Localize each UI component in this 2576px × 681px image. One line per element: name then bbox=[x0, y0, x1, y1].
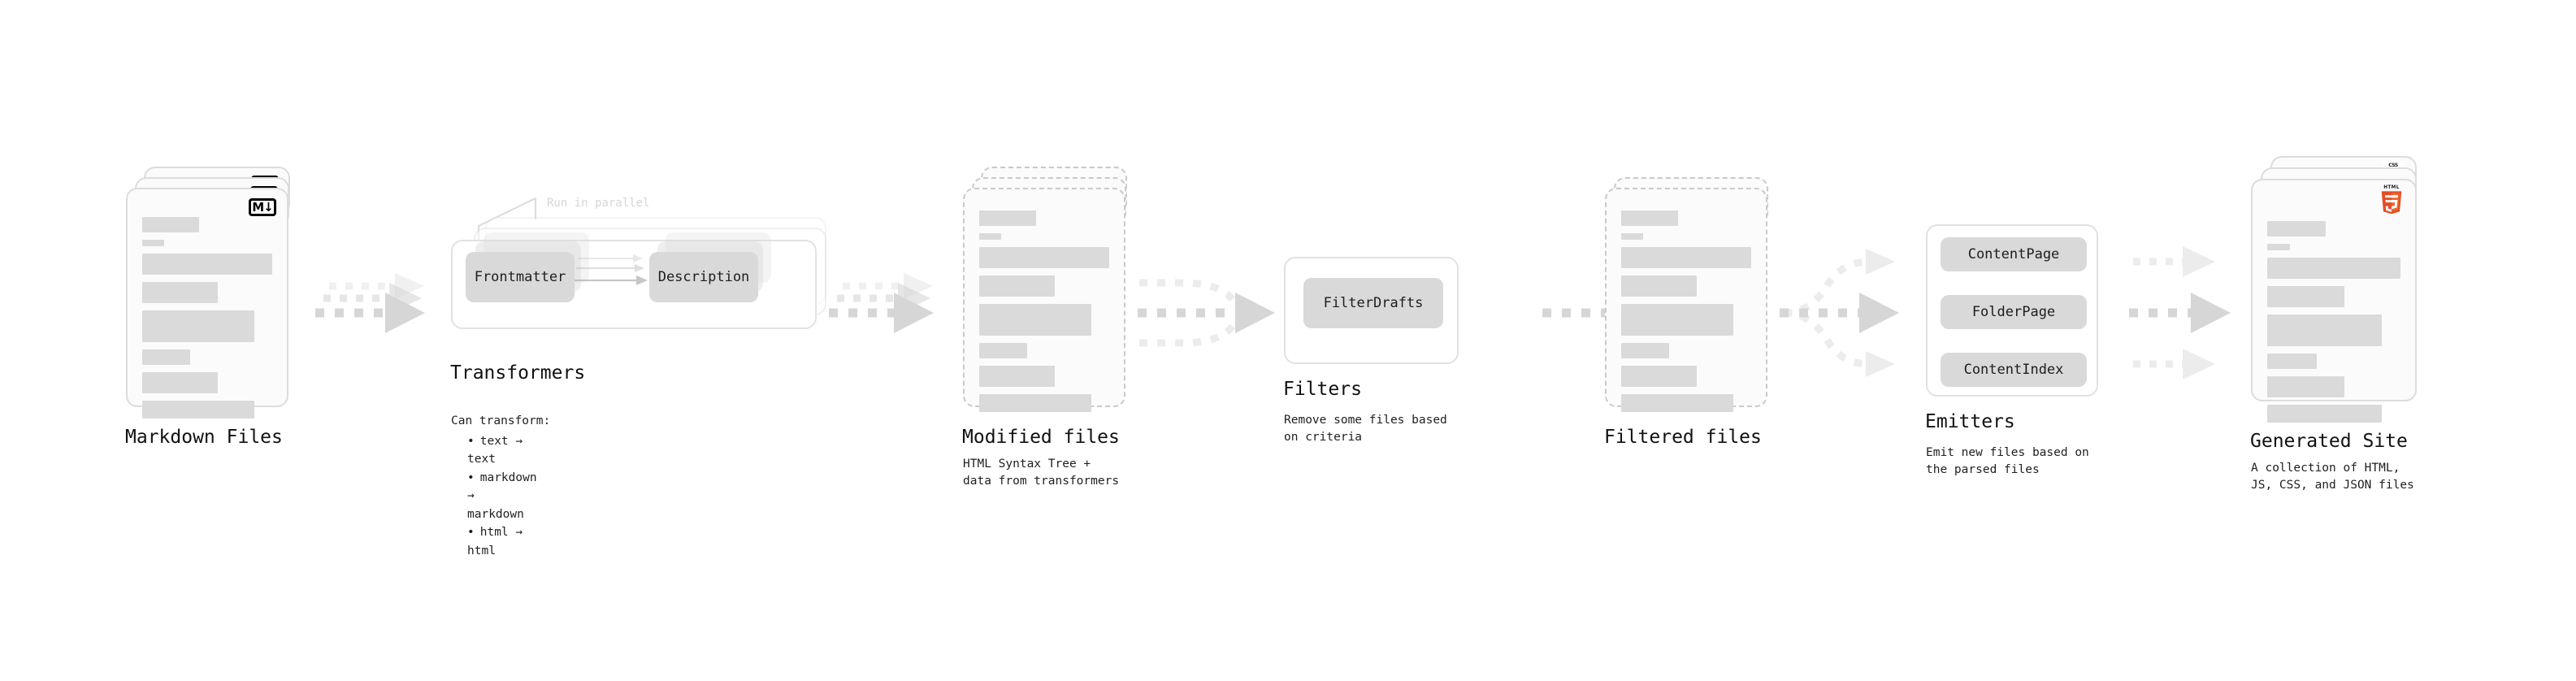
transformers-box: Frontmatter Description bbox=[451, 232, 817, 329]
placeholder-bar bbox=[2267, 221, 2327, 236]
modified-file-stack bbox=[963, 167, 1143, 412]
placeholder-bar bbox=[142, 282, 218, 303]
placeholder-bar bbox=[1621, 366, 1697, 387]
generated-site-title: Generated Site bbox=[2250, 431, 2408, 452]
filters-subtitle: Remove some files based on criteria bbox=[1284, 414, 1447, 445]
markdown-card-front: M↓ bbox=[126, 188, 288, 419]
placeholder-bar bbox=[142, 217, 200, 232]
run-in-parallel-label: Run in parallel bbox=[547, 197, 650, 210]
modified-files-title: Modified files bbox=[962, 427, 1120, 448]
stage-filtered-files: Filtered files bbox=[1604, 167, 1785, 448]
connector-emitters-to-site bbox=[2129, 246, 2231, 380]
modified-files-subtitle: HTML Syntax Tree + data from transformer… bbox=[963, 458, 1120, 488]
modified-card-placeholder-content bbox=[979, 210, 1109, 419]
filtered-card-front bbox=[1605, 188, 1767, 412]
markdown-badge: M↓ bbox=[249, 198, 276, 216]
markdown-card-placeholder-content bbox=[142, 217, 272, 426]
emitter-chip-contentindex[interactable]: ContentIndex bbox=[1941, 353, 2087, 387]
svg-text:HTML: HTML bbox=[2383, 185, 2400, 190]
placeholder-bar bbox=[1621, 233, 1644, 240]
transformer-internal-arrows bbox=[575, 254, 648, 285]
transformers-subtitle: Can transform: bbox=[451, 414, 551, 427]
connector-md-to-transformers bbox=[315, 273, 425, 333]
placeholder-bar bbox=[2267, 376, 2345, 397]
transformers-bullets: text → text markdown → markdown html → h… bbox=[456, 432, 537, 560]
placeholder-bar bbox=[142, 401, 254, 419]
placeholder-bar bbox=[2267, 258, 2400, 279]
placeholder-bar bbox=[1621, 275, 1697, 297]
emitters-title: Emitters bbox=[1925, 411, 2015, 432]
connector-modified-to-filters bbox=[1138, 279, 1275, 347]
placeholder-bar bbox=[979, 366, 1055, 387]
connector-transformers-to-modified bbox=[829, 273, 934, 333]
html5-badge-shield: HTML bbox=[2381, 185, 2402, 215]
transformer-chip-frontmatter[interactable]: Frontmatter bbox=[466, 252, 575, 302]
generated-site-subtitle: A collection of HTML, JS, CSS, and JSON … bbox=[2251, 462, 2414, 492]
emitter-chip-contentpage[interactable]: ContentPage bbox=[1941, 237, 2087, 271]
placeholder-bar bbox=[2267, 405, 2383, 423]
placeholder-bar bbox=[979, 210, 1037, 226]
stage-generated-site: CSS HTML bbox=[2250, 156, 2438, 492]
transformers-bullet-item: text → text bbox=[467, 432, 537, 469]
emitter-chip-folderpage[interactable]: FolderPage bbox=[1941, 295, 2087, 329]
emitters-box: ContentPage FolderPage ContentIndex bbox=[1926, 224, 2098, 397]
css3-badge-label: CSS bbox=[2388, 163, 2398, 168]
filtered-files-title: Filtered files bbox=[1604, 427, 1762, 448]
placeholder-bar bbox=[1621, 394, 1733, 412]
stage-markdown-files: M↓ M↓ M↓ Markdown Files bbox=[125, 167, 306, 448]
stage-modified-files: Modified files HTML Syntax Tree + data f… bbox=[962, 167, 1143, 488]
transformers-bullet-list: text → text markdown → markdown html → h… bbox=[456, 432, 537, 560]
placeholder-bar bbox=[979, 343, 1028, 358]
placeholder-bar bbox=[1621, 247, 1751, 268]
placeholder-bar bbox=[142, 254, 272, 275]
modified-card-front bbox=[963, 188, 1125, 412]
filter-chip-filterdrafts[interactable]: FilterDrafts bbox=[1303, 278, 1443, 328]
transformers-bullet-item: markdown → markdown bbox=[467, 469, 537, 523]
generated-card-placeholder-content bbox=[2267, 221, 2400, 430]
placeholder-bar bbox=[1621, 304, 1733, 336]
generated-card-html: HTML bbox=[2251, 179, 2417, 423]
connector-filtered-to-emitters bbox=[1780, 249, 1899, 377]
placeholder-bar bbox=[979, 275, 1055, 297]
placeholder-bar bbox=[142, 240, 165, 246]
filtered-file-stack bbox=[1605, 167, 1785, 412]
placeholder-bar bbox=[979, 233, 1002, 240]
placeholder-bar bbox=[142, 349, 191, 365]
generated-site-file-stack: CSS HTML bbox=[2251, 156, 2438, 423]
placeholder-bar bbox=[2267, 286, 2345, 307]
placeholder-bar bbox=[979, 394, 1091, 412]
html5-badge: HTML bbox=[2378, 185, 2405, 216]
placeholder-bar bbox=[979, 247, 1109, 268]
placeholder-bar bbox=[2267, 244, 2290, 250]
markdown-files-title: Markdown Files bbox=[125, 427, 283, 448]
placeholder-bar bbox=[142, 372, 218, 393]
transformers-title: Transformers bbox=[450, 362, 586, 384]
filters-title: Filters bbox=[1283, 379, 1362, 400]
placeholder-bar bbox=[979, 304, 1091, 336]
placeholder-bar bbox=[1621, 210, 1679, 226]
placeholder-bar bbox=[2267, 314, 2383, 346]
transformer-chip-description[interactable]: Description bbox=[649, 252, 758, 302]
markdown-file-stack: M↓ M↓ M↓ bbox=[126, 167, 306, 419]
placeholder-bar bbox=[2267, 354, 2317, 369]
filters-box: FilterDrafts bbox=[1284, 257, 1459, 364]
transformers-bullet-item: html → html bbox=[467, 523, 537, 560]
filtered-card-placeholder-content bbox=[1621, 210, 1751, 419]
placeholder-bar bbox=[1621, 343, 1670, 358]
placeholder-bar bbox=[142, 310, 254, 342]
emitters-subtitle: Emit new files based on the parsed files bbox=[1926, 446, 2089, 477]
